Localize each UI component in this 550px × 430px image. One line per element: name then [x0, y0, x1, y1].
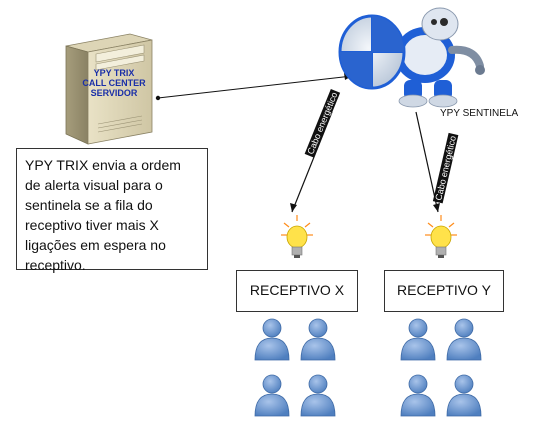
queue-box-y: RECEPTIVO Y: [384, 270, 504, 312]
server-label-line1: YPY TRIX: [93, 68, 135, 78]
agent-person-icon: [254, 374, 290, 417]
lightbulb-icon-x: [281, 215, 313, 258]
agent-person-icon: [400, 374, 436, 417]
agent-person-icon: [300, 318, 336, 361]
lightbulb-icon-y: [425, 215, 457, 258]
server-label: YPY TRIX CALL CENTER SERVIDOR: [74, 68, 154, 98]
agent-person-icon: [400, 318, 436, 361]
sentinel-label: YPY SENTINELA: [440, 108, 519, 119]
description-text: YPY TRIX envia a ordem de alerta visual …: [25, 157, 181, 273]
server-label-line3: SERVIDOR: [90, 88, 138, 98]
server-icon: [65, 33, 153, 145]
agents-group-y: [400, 318, 482, 417]
server-label-line2: CALL CENTER: [82, 78, 146, 88]
queue-label-y: RECEPTIVO Y: [397, 282, 491, 298]
queue-box-x: RECEPTIVO X: [236, 270, 358, 312]
agents-group-x: [254, 318, 336, 417]
description-box: YPY TRIX envia a ordem de alerta visual …: [16, 148, 208, 273]
agent-person-icon: [300, 374, 336, 417]
agent-person-icon: [446, 318, 482, 361]
agent-person-icon: [446, 374, 482, 417]
server-node: YPY TRIX CALL CENTER SERVIDOR: [58, 28, 158, 148]
agent-person-icon: [254, 318, 290, 361]
robot-icon: [338, 7, 485, 108]
queue-label-x: RECEPTIVO X: [249, 282, 345, 298]
